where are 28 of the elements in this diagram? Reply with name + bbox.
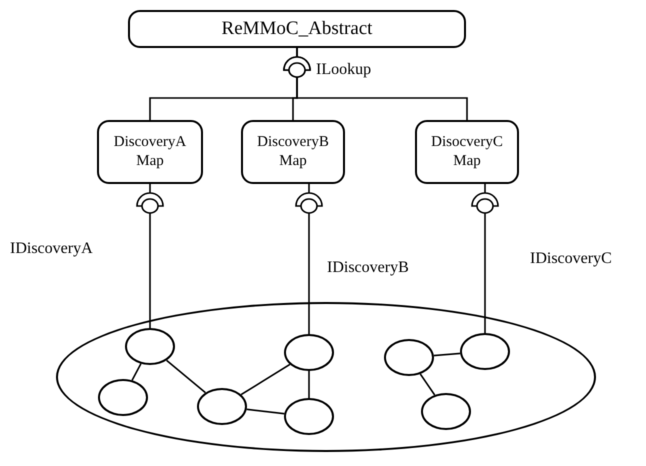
interface-label: ILookup [316,60,372,80]
interface-label: IDiscoveryC [530,249,612,269]
assembly-connector [283,48,468,120]
component-box: DiscoveryA Map [97,120,203,184]
link-line [131,363,142,381]
network-node-circle [421,393,471,430]
interface-label: IDiscoveryA [10,239,93,259]
link-line [434,352,460,356]
assembly-connector [471,184,499,333]
network-node-circle [460,333,510,370]
component-box: DiscoveryB Map [241,120,345,184]
assembly-connector [136,184,164,328]
link-line [420,374,436,396]
component-box: DisocveryC Map [415,120,519,184]
network-node-circle [197,388,247,425]
network-node-circle [284,398,334,435]
network-ellipse [56,302,596,452]
network-node-circle [125,328,175,365]
network-node-circle [284,334,334,371]
link-line [246,408,284,414]
assembly-connector [295,184,323,334]
link-line [308,371,310,398]
interface-label: IDiscoveryB [327,258,409,278]
link-line [240,364,290,396]
component-box: ReMMoC_Abstract [128,10,466,48]
link-line [166,360,206,394]
network-node-circle [98,379,148,416]
network-node-circle [384,339,434,376]
